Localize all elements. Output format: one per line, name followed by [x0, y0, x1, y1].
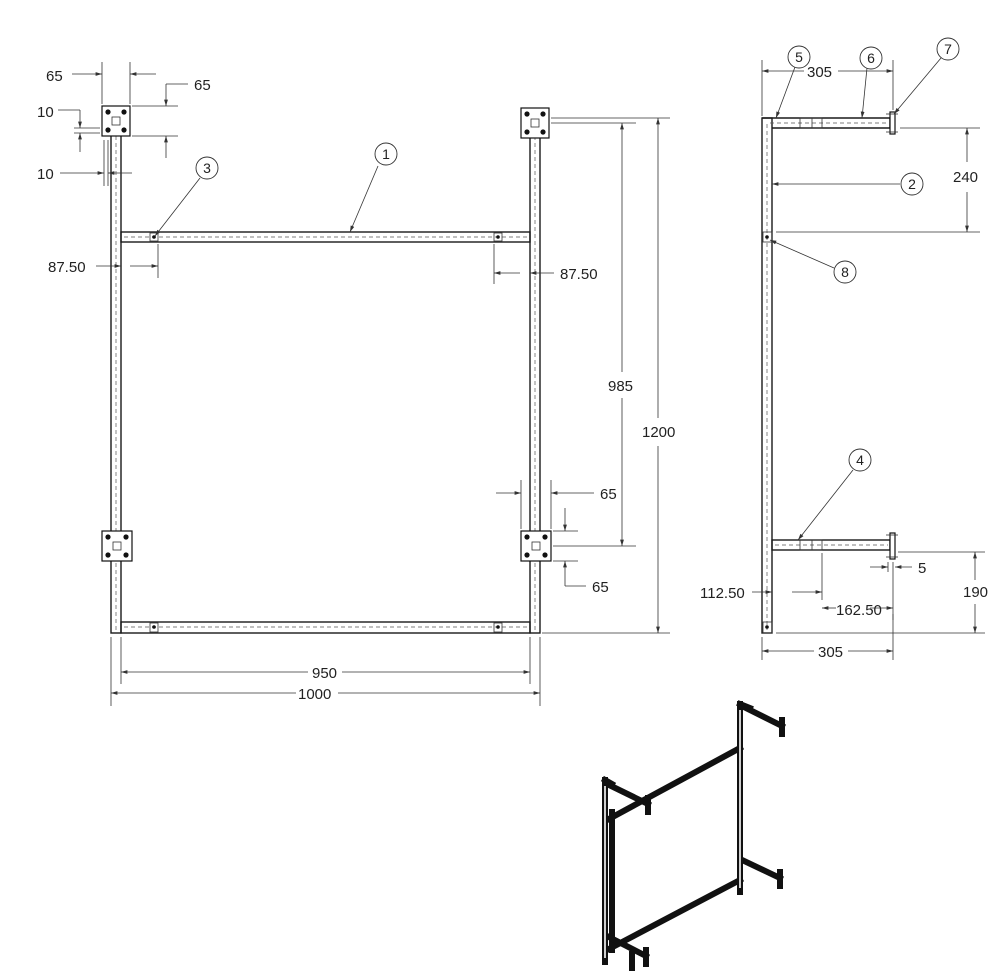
- crossbar-bracket-marks: [149, 232, 503, 633]
- dim-top-arm: 305: [761, 60, 894, 116]
- side-top-plate: [889, 111, 896, 135]
- dim-offset-top: 10: [37, 104, 100, 152]
- dim-plate-height: 65: [132, 77, 211, 158]
- dim-162-label: 162.50: [836, 602, 882, 619]
- mount-plate-top-right: [520, 107, 550, 139]
- dim-mount-spacing: 985: [551, 122, 636, 547]
- balloon-8-label: 8: [841, 264, 849, 280]
- dim-overall-width: 1000: [110, 637, 541, 706]
- dim-87-left-label: 87.50: [48, 259, 86, 276]
- dim-bracket-left: 87.50: [48, 244, 159, 278]
- dim-1000-label: 1000: [298, 686, 331, 703]
- balloon-3-label: 3: [203, 160, 211, 176]
- upper-crossbar: [120, 231, 531, 243]
- balloon-3: 3: [154, 156, 219, 237]
- dim-lower-plate-height: 65: [553, 508, 609, 596]
- dim-65-lower-height-label: 65: [592, 579, 609, 596]
- dim-305-bottom-label: 305: [818, 644, 843, 661]
- dim-65-lower-width-label: 65: [600, 486, 617, 503]
- dim-1200-label: 1200: [642, 424, 675, 441]
- balloon-7: 7: [893, 37, 960, 115]
- mount-plate-top-left: [101, 105, 131, 137]
- dim-240-label: 240: [953, 169, 978, 186]
- dim-305-top-label: 305: [807, 64, 832, 81]
- front-view: 65 65 10 10: [37, 62, 675, 706]
- dim-overall-height: 1200: [542, 117, 675, 634]
- dim-lower-arm-offset: 112.50: [700, 553, 823, 602]
- balloon-4-label: 4: [856, 452, 864, 468]
- dim-offset-bottom: 10: [37, 140, 132, 186]
- side-view: 305 240 112.50 162.50 5: [700, 37, 988, 661]
- balloon-7-label: 7: [944, 41, 952, 57]
- bottom-crossbar: [120, 621, 531, 634]
- balloon-6-label: 6: [867, 50, 875, 66]
- dim-112-label: 112.50: [700, 585, 745, 602]
- dim-190-label: 190: [963, 584, 988, 601]
- dim-plate-thickness: 5: [870, 560, 926, 577]
- balloon-2: 2: [772, 172, 924, 196]
- dim-10-bottom-label: 10: [37, 166, 54, 183]
- dim-bracket-right: 87.50: [493, 244, 598, 284]
- dim-65-right-label: 65: [194, 77, 211, 94]
- dim-985-label: 985: [608, 378, 633, 395]
- balloon-1: 1: [349, 142, 398, 233]
- dim-bottom-height: 190: [776, 551, 988, 634]
- balloon-4: 4: [797, 448, 872, 541]
- dim-plate-width: 65: [46, 62, 156, 104]
- dim-65-top-label: 65: [46, 68, 63, 85]
- balloon-6: 6: [859, 46, 883, 119]
- dim-inner-width: 950: [120, 637, 531, 684]
- isometric-view: [600, 700, 787, 971]
- dim-950-label: 950: [312, 665, 337, 682]
- balloon-5-label: 5: [795, 49, 803, 65]
- balloon-2-label: 2: [908, 176, 916, 192]
- dim-top-drop: 240: [776, 127, 980, 233]
- mount-plate-bottom-right: [520, 530, 552, 562]
- dim-10-top-label: 10: [37, 104, 54, 121]
- dim-5-label: 5: [918, 560, 926, 577]
- dim-bottom-arm: 305: [761, 614, 894, 661]
- dim-lower-plate-width: 65: [496, 480, 617, 529]
- dim-87-right-label: 87.50: [560, 266, 598, 283]
- side-lower-plate: [889, 532, 896, 560]
- mount-plate-bottom-left: [101, 530, 133, 562]
- balloon-8: 8: [769, 239, 857, 284]
- balloon-5: 5: [775, 45, 811, 119]
- balloon-1-label: 1: [382, 146, 390, 162]
- dim-lower-arm-bracket: 162.50: [822, 562, 894, 620]
